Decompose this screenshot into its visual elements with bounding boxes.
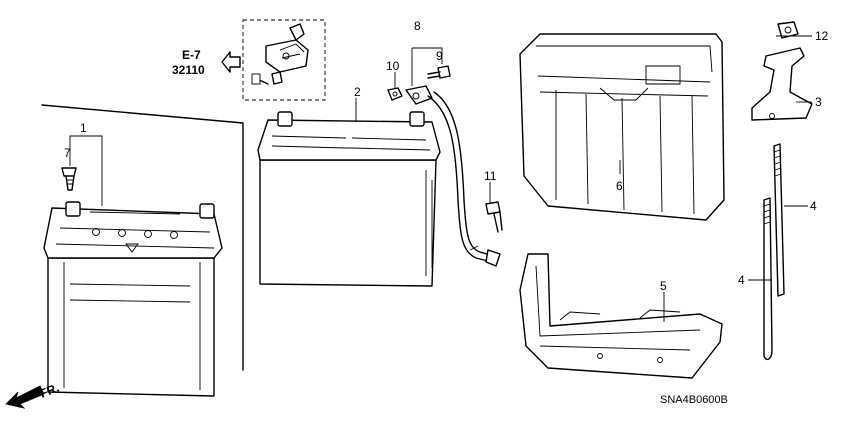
battery-tray-5 <box>519 253 723 379</box>
front-direction-arrow-icon <box>5 385 45 409</box>
callout-4-lower: 4 <box>738 273 745 287</box>
reference-section: E-7 <box>182 48 201 62</box>
bracket-3 <box>751 47 813 121</box>
callout-2: 2 <box>354 85 361 99</box>
callout-7: 7 <box>64 146 71 160</box>
callout-5: 5 <box>660 279 667 293</box>
reference-part-number: 32110 <box>172 63 205 77</box>
callout-9: 9 <box>436 49 443 63</box>
callout-11: 11 <box>484 169 497 183</box>
battery-box-6 <box>519 33 725 221</box>
callout-10: 10 <box>386 59 400 73</box>
callout-8: 8 <box>414 19 421 33</box>
callout-12: 12 <box>815 29 829 43</box>
callout-6: 6 <box>616 179 623 193</box>
diagram-code: SNA4B0600B <box>660 394 728 406</box>
nut-12 <box>777 21 799 39</box>
reference-arrow-icon <box>221 51 241 73</box>
battery-hold-rod-4-b <box>763 197 773 361</box>
bolt-7 <box>61 167 77 191</box>
callout-3: 3 <box>815 95 822 109</box>
battery-cable-8 <box>405 85 501 267</box>
bolt-11 <box>485 201 503 233</box>
battery-2 <box>257 111 441 287</box>
front-direction-label: FR. <box>38 381 61 401</box>
bolt-9 <box>427 65 451 79</box>
battery-hold-rod-4-a <box>773 143 785 297</box>
wall-outline <box>41 104 244 371</box>
battery-1 <box>43 201 223 397</box>
terminal-detail-inset <box>242 19 326 101</box>
callout-leaders <box>69 35 812 322</box>
callout-4-upper: 4 <box>810 199 817 213</box>
nut-10 <box>387 87 403 101</box>
callout-1: 1 <box>80 121 87 135</box>
